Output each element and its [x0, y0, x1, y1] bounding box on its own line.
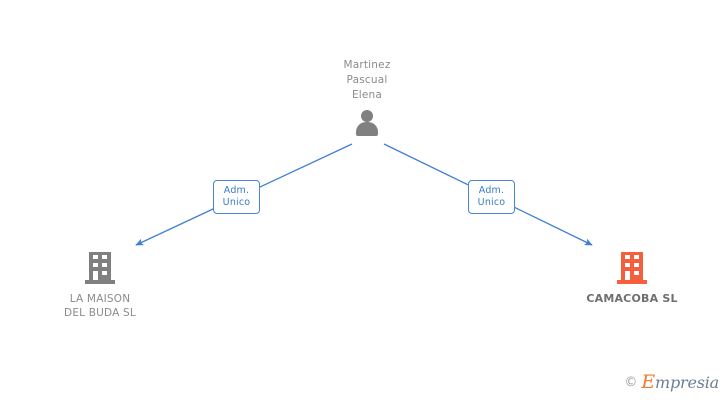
person-icon-head	[361, 110, 373, 122]
building-icon-window	[634, 271, 639, 275]
building-icon-door	[625, 271, 630, 280]
building-icon-window	[102, 263, 107, 267]
node-company-la-maison[interactable]: LA MAISON DEL BUDA SL	[20, 252, 180, 320]
watermark: © Empresia	[624, 371, 719, 393]
building-icon-base	[85, 280, 115, 284]
building-icon-window	[102, 255, 107, 259]
person-icon-body	[356, 122, 378, 136]
node-person[interactable]: Martinez Pascual Elena	[297, 58, 437, 136]
building-icon-window	[634, 263, 639, 267]
building-icon-door	[93, 271, 98, 280]
building-icon-window	[625, 263, 630, 267]
company-name-label: LA MAISON DEL BUDA SL	[64, 293, 136, 319]
brand-logo: Empresia	[641, 371, 719, 393]
relation-label-left[interactable]: Adm. Unico	[213, 180, 260, 214]
copyright-icon: ©	[624, 374, 638, 390]
building-icon-window	[93, 263, 98, 267]
person-icon	[353, 110, 381, 136]
building-icon	[617, 252, 647, 284]
brand-rest: mpresia	[655, 373, 719, 392]
person-name-label: Martinez Pascual Elena	[343, 59, 391, 101]
relation-label-right[interactable]: Adm. Unico	[468, 180, 515, 214]
building-icon-window	[102, 271, 107, 275]
building-icon-window	[625, 255, 630, 259]
building-icon-window	[93, 255, 98, 259]
company-name-label: CAMACOBA SL	[586, 292, 678, 305]
building-icon	[85, 252, 115, 284]
building-icon-window	[634, 255, 639, 259]
building-icon-base	[617, 280, 647, 284]
node-company-camacoba[interactable]: CAMACOBA SL	[552, 252, 712, 306]
brand-initial: E	[641, 371, 655, 393]
